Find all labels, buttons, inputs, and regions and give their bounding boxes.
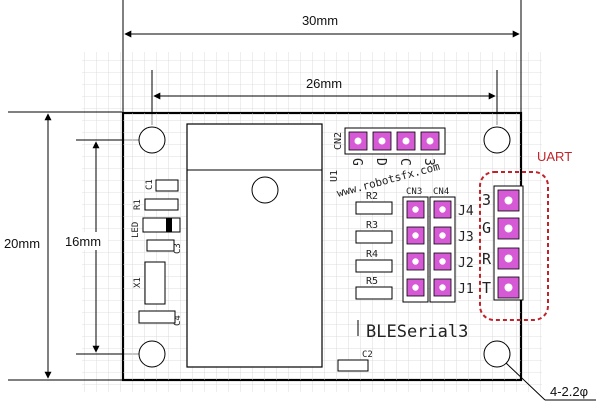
resistor-r5-label: R5 [366, 276, 378, 287]
cn2-label: CN2 [333, 132, 344, 150]
cn2-pin-c: C [397, 158, 412, 166]
jumper-j1-label: J1 [458, 282, 474, 297]
dimension-16mm-label: 16mm [65, 234, 101, 249]
dimension-30mm: 30mm [122, 0, 522, 112]
dimension-20mm: 20mm [0, 111, 122, 381]
hole-spec-label: 4-2.2φ [550, 384, 588, 399]
crystal-x1-label: X1 [133, 277, 143, 288]
dimension-26mm-label: 26mm [306, 76, 342, 91]
dimension-30mm-label: 30mm [302, 13, 338, 28]
resistor-r4-label: R4 [366, 249, 378, 260]
uart-pin-3: 3 [482, 191, 491, 209]
cap-c2-label: C2 [362, 350, 373, 360]
cn2-header: CN2 G D C 3 [333, 127, 446, 166]
module-label: U1 [329, 170, 340, 182]
ble-module: U1 [186, 123, 340, 368]
jumper-j4-label: J4 [458, 204, 474, 219]
dimension-16mm: 16mm [58, 139, 146, 355]
cn3-label: CN3 [406, 187, 422, 197]
resistors: R2 R3 R4 R5 [355, 191, 393, 300]
uart-pin-g: G [482, 219, 491, 237]
cn3-cn4-headers: CN3 CN4 J4 J3 J2 J1 [402, 187, 474, 303]
uart-highlight-box [479, 171, 549, 321]
cap-c2: C2 [337, 350, 373, 372]
cn2-pin-d: D [373, 158, 388, 166]
cn4-label: CN4 [433, 187, 449, 197]
uart-label: UART [537, 149, 572, 164]
resistor-r1-label: R1 [133, 199, 143, 210]
led-label: LED [131, 222, 141, 238]
resistor-r3-label: R3 [366, 220, 378, 231]
board-name: BLESerial3 [366, 322, 468, 342]
uart-pin-t: T [482, 279, 491, 297]
uart-pin-r: R [482, 250, 492, 268]
uart-connector: UART 3 G R T [479, 149, 572, 321]
hole-spec-callout: 4-2.2φ [505, 362, 596, 401]
jumper-j3-label: J3 [458, 230, 474, 245]
cn2-pin-3: 3 [421, 158, 436, 166]
mounting-holes [138, 126, 511, 368]
cn2-pin-g: G [349, 158, 364, 166]
dimension-20mm-label: 20mm [4, 236, 40, 251]
cap-c1-label: C1 [145, 179, 155, 190]
cap-c4-label: C4 [173, 315, 183, 326]
resistor-r2-label: R2 [366, 191, 378, 202]
cap-c3-label: C3 [173, 243, 183, 254]
jumper-j2-label: J2 [458, 256, 474, 271]
left-components: C1 R1 LED C3 X1 C4 [131, 179, 183, 326]
